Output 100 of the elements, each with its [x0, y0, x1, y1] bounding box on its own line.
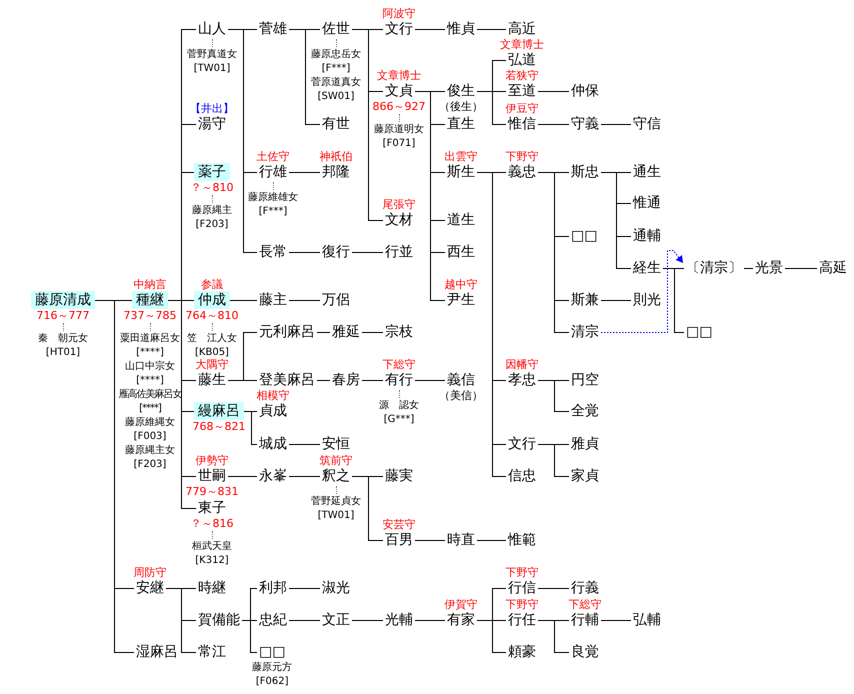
lineage-line	[600, 620, 632, 621]
person-name: 復行	[320, 243, 352, 261]
office-title: 伊賀守	[444, 598, 478, 611]
lineage-line	[414, 380, 446, 381]
office-title: 中納言	[134, 278, 166, 291]
spouse-note: 秦 朝元女 [HT01]	[37, 332, 89, 360]
office-title: 下野守	[506, 566, 538, 579]
person-name: 高近	[506, 20, 538, 38]
spouse-note: 粟田道麻呂女 [****]	[119, 332, 181, 360]
lineage-line	[538, 124, 570, 125]
person-name: □□	[257, 643, 288, 661]
office-title: 伊勢守	[196, 454, 228, 467]
spouse-note: 源 認女 [G***]	[378, 399, 420, 427]
lineage-line	[744, 268, 754, 269]
person-name: 文行	[383, 20, 415, 38]
lineage-line	[244, 411, 258, 445]
person-name: 尹生	[445, 291, 477, 309]
lineage-line	[242, 620, 258, 653]
person-name: 城成	[257, 435, 289, 453]
spouse-note: 藤原忠岳女 [F***]	[310, 48, 362, 76]
office-title: 安芸守	[382, 518, 416, 531]
person-name: 斯生	[445, 163, 477, 181]
person-name: 春房	[330, 371, 362, 389]
lineage-line	[414, 91, 446, 301]
person-name: 山人	[196, 20, 228, 38]
spouse-note: 藤原維縄女 [F003]	[124, 416, 176, 444]
lineage-line	[476, 540, 506, 541]
highlighted-name: 藤原清成	[31, 291, 95, 309]
lineage-line	[538, 620, 570, 653]
office-title: 越中守	[444, 278, 478, 291]
life-dates: 737～785	[124, 309, 176, 322]
person-name: 清宗	[569, 323, 601, 341]
person-name: 仲保	[569, 82, 601, 100]
person-name: 斯忠	[569, 163, 601, 181]
person-name: 文正	[320, 611, 352, 629]
office-title: 文章博士	[377, 69, 421, 82]
person-name: 藤主	[257, 291, 289, 309]
lineage-line	[288, 620, 320, 621]
person-name: 忠紀	[257, 611, 289, 629]
person-name: 菅雄	[257, 20, 289, 38]
person-name: 安恒	[320, 435, 352, 453]
spouse-note: 菅野延貞女 [TW01]	[310, 495, 362, 523]
person-name: 頼豪	[506, 643, 538, 661]
office-title: 相模守	[256, 389, 290, 402]
person-name: 雅延	[330, 323, 362, 341]
clan-note: 【井出】	[190, 102, 234, 115]
life-dates: 764～810	[186, 309, 238, 322]
spouse-note: 藤原縄主 [F203]	[191, 204, 233, 232]
lineage-line	[662, 268, 684, 333]
person-name: 有家	[445, 611, 477, 629]
person-name: 文貞	[383, 82, 415, 100]
person-name: 惟信	[506, 115, 538, 133]
highlighted-name: 種継	[132, 291, 168, 309]
lineage-line	[414, 29, 446, 30]
person-name: 至道	[506, 82, 538, 100]
lineage-line	[288, 444, 320, 445]
person-name: 宗枝	[383, 323, 415, 341]
lineage-line	[414, 540, 446, 541]
person-name: 藤生	[196, 371, 228, 389]
person-name: 家貞	[569, 467, 601, 485]
person-name: 孝忠	[506, 371, 538, 389]
lineage-line	[316, 380, 330, 381]
person-name: 時継	[196, 579, 228, 597]
lineage-line	[476, 620, 506, 653]
lineage-line	[414, 620, 446, 621]
person-name: □□	[569, 227, 600, 245]
person-name: 湯守	[196, 115, 228, 133]
person-name: 行輔	[569, 611, 601, 629]
lineage-line	[538, 588, 570, 589]
dotted-arrow	[600, 250, 684, 333]
person-name: 元利麻呂	[257, 323, 317, 341]
office-title: 下野守	[506, 150, 538, 163]
person-name: 利邦	[257, 579, 289, 597]
person-name: 行任	[506, 611, 538, 629]
person-name: 守信	[631, 115, 663, 133]
office-title: 文章博士	[500, 38, 544, 51]
person-name: 通生	[631, 163, 663, 181]
person-name: 常江	[196, 643, 228, 661]
lineage-line	[362, 380, 384, 381]
person-name: 通輔	[631, 227, 663, 245]
person-name: 義忠	[506, 163, 538, 181]
person-name: 文行	[506, 435, 538, 453]
office-title: 土佐守	[256, 150, 290, 163]
office-title: 周防守	[134, 566, 166, 579]
spouse-note: 菅原道真女 [SW01]	[310, 76, 362, 104]
lineage-line	[288, 172, 320, 173]
lineage-line	[352, 476, 384, 541]
highlighted-name: 仲成	[194, 291, 230, 309]
lineage-line	[352, 29, 384, 221]
spouse-note: 雁高佐美麻呂女 [****]	[118, 388, 182, 416]
person-name: 惟貞	[445, 20, 477, 38]
lineage-line	[288, 252, 320, 253]
office-title: 筑前守	[320, 454, 352, 467]
person-name: 雅貞	[569, 435, 601, 453]
person-name: 信忠	[506, 467, 538, 485]
lineage-line	[476, 91, 506, 125]
office-title: 下総守	[382, 358, 416, 371]
person-name: 貞成	[257, 402, 289, 420]
person-name: 光輔	[383, 611, 415, 629]
office-title: 尾張守	[382, 198, 416, 211]
